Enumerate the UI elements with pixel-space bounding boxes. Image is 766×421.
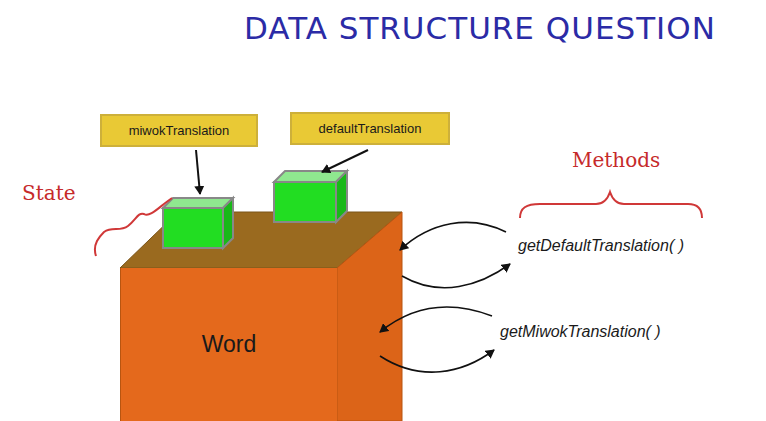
methods-bracket bbox=[520, 192, 702, 218]
box-side-face bbox=[337, 212, 402, 421]
state-label: State bbox=[22, 181, 76, 205]
state-name-tag: defaultTranslation bbox=[290, 112, 450, 145]
state-cube bbox=[163, 198, 233, 248]
methods-label: Methods bbox=[572, 148, 660, 172]
return-arrow bbox=[402, 264, 510, 288]
call-arrow bbox=[380, 307, 492, 332]
state-bracket bbox=[95, 198, 172, 256]
return-arrow bbox=[380, 350, 494, 372]
state-cube bbox=[274, 171, 347, 222]
object-box: Word bbox=[120, 268, 337, 421]
leader-arrow bbox=[322, 150, 368, 172]
field-name: defaultTranslation bbox=[319, 121, 422, 136]
leader-arrow bbox=[196, 150, 200, 194]
method-name: getMiwokTranslation( ) bbox=[500, 323, 661, 341]
diagram-title: DATA STRUCTURE QUESTION bbox=[244, 10, 716, 46]
state-name-tag: miwokTranslation bbox=[100, 114, 258, 147]
method-name: getDefaultTranslation( ) bbox=[518, 237, 684, 255]
call-arrow bbox=[400, 222, 506, 250]
field-name: miwokTranslation bbox=[129, 123, 230, 138]
class-name: Word bbox=[202, 331, 257, 358]
